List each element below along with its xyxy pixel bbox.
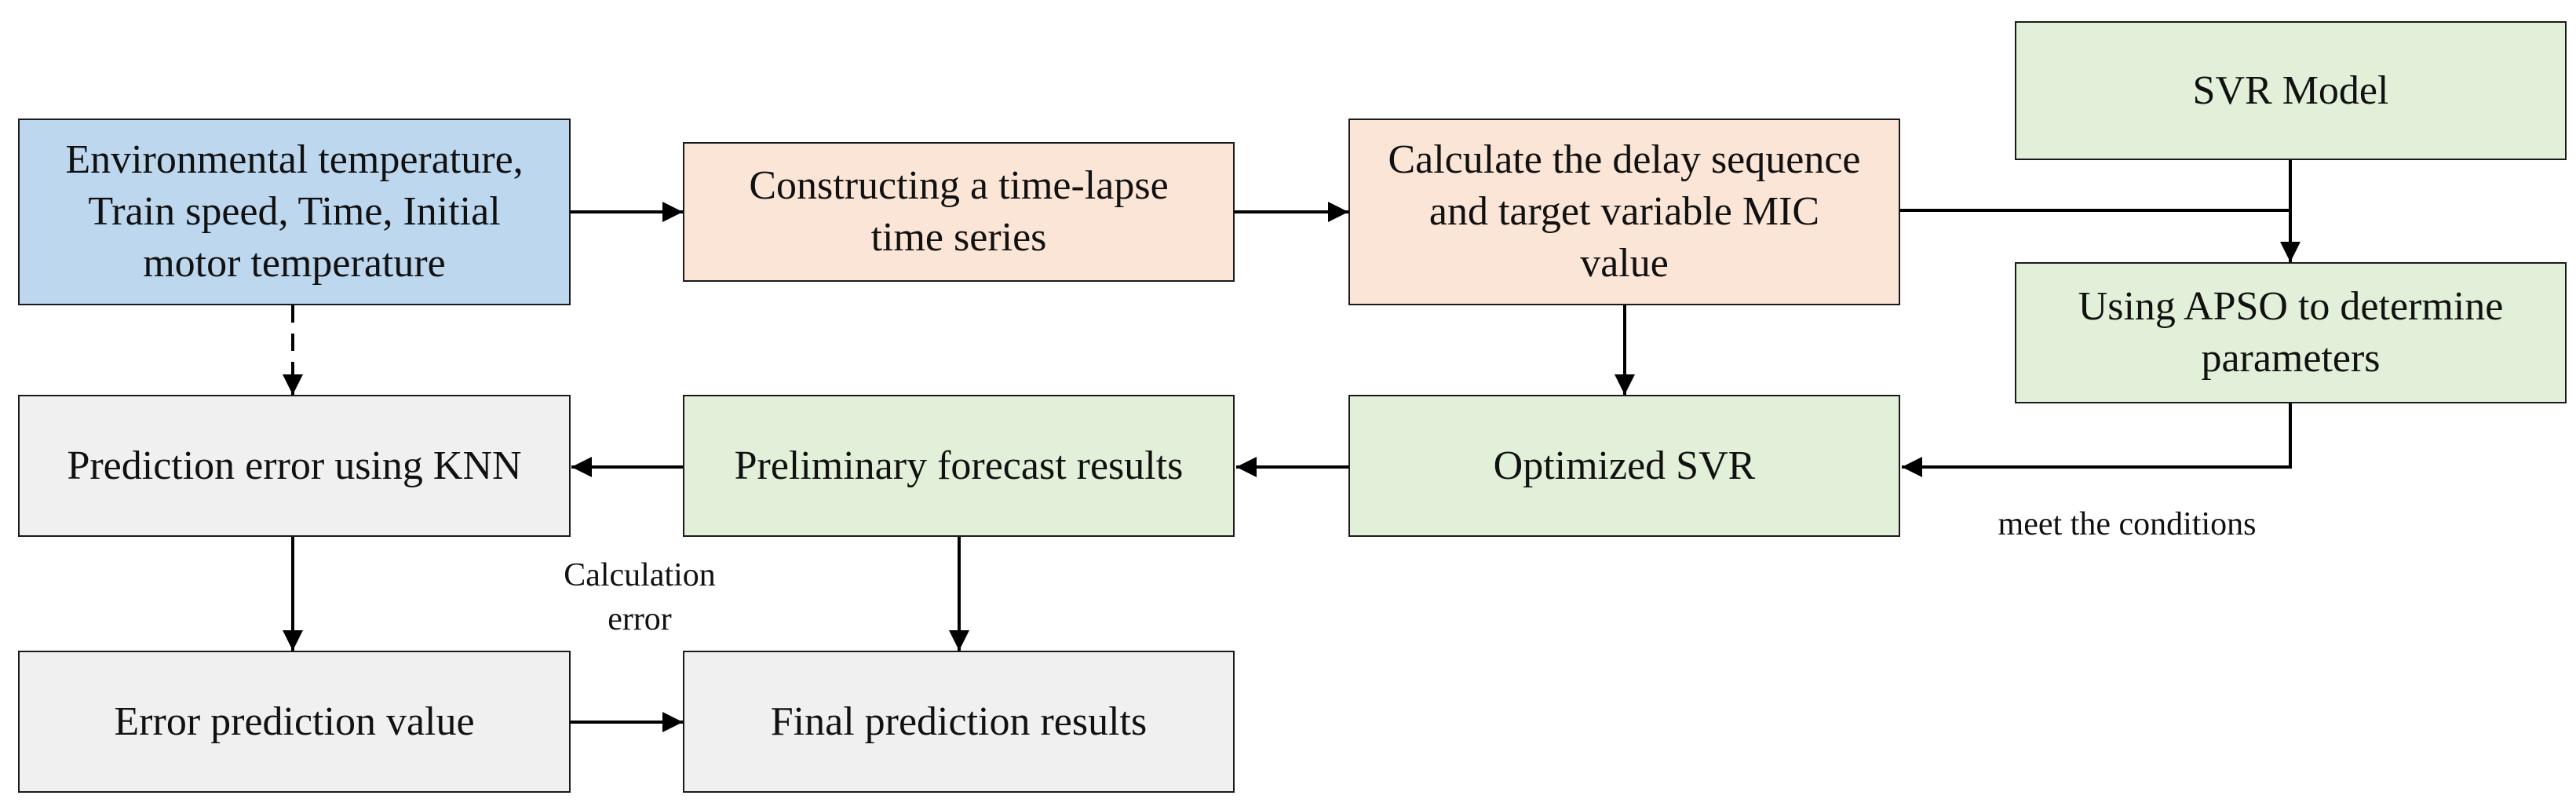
arrow-apso-to-optimized	[1902, 403, 2292, 477]
node-preliminary: Preliminary forecast results	[683, 395, 1235, 537]
node-time-series: Constructing a time-lapse time series	[683, 142, 1235, 282]
node-error-value-text: Error prediction value	[114, 699, 475, 744]
node-svr-model: SVR Model	[2015, 21, 2567, 160]
node-preliminary-text: Preliminary forecast results	[734, 443, 1184, 488]
node-knn-text: Prediction error using KNN	[67, 443, 522, 488]
node-time-series-text: Constructing a time-lapse time series	[749, 163, 1169, 260]
node-inputs-text: Environmental temperature, Train speed, …	[65, 137, 524, 286]
node-mic: Calculate the delay sequence and target …	[1348, 119, 1900, 305]
node-final: Final prediction results	[683, 651, 1235, 793]
node-svr-model-text: SVR Model	[2192, 68, 2389, 113]
node-optimized-svr: Optimized SVR	[1348, 395, 1900, 537]
node-error-value: Error prediction value	[18, 651, 571, 793]
node-apso-text: Using APSO to determine parameters	[2078, 284, 2504, 381]
edge-label-meet-conditions: meet the conditions	[1998, 506, 2257, 542]
node-knn: Prediction error using KNN	[18, 395, 571, 537]
node-apso: Using APSO to determine parameters	[2015, 262, 2567, 403]
edge-label-calculation-error: Calculation error	[564, 557, 716, 637]
node-final-text: Final prediction results	[770, 699, 1148, 744]
node-optimized-svr-text: Optimized SVR	[1493, 443, 1756, 488]
node-mic-text: Calculate the delay sequence and target …	[1388, 137, 1861, 286]
node-inputs: Environmental temperature, Train speed, …	[18, 119, 571, 305]
